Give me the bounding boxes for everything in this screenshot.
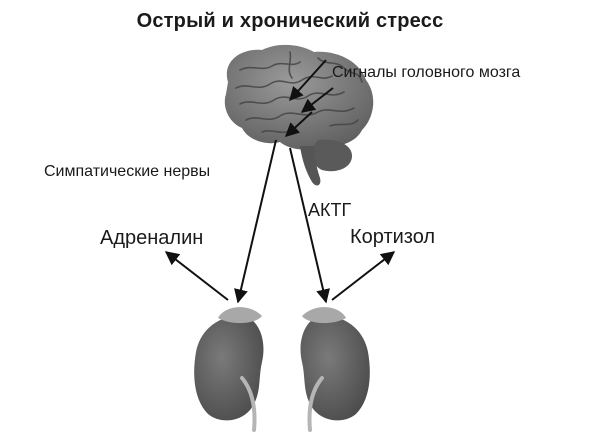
sympathetic-nerves-label: Симпатические нервы bbox=[44, 163, 211, 180]
signal-arrow-3 bbox=[284, 111, 313, 137]
adrenaline-arrow bbox=[164, 251, 229, 301]
cortisol-arrow bbox=[331, 251, 396, 301]
acth-arrow bbox=[289, 147, 330, 304]
signal-arrow-2 bbox=[300, 87, 334, 113]
signal-arrow-1 bbox=[289, 59, 327, 102]
adrenaline-label: Адреналин bbox=[100, 227, 204, 249]
left-kidney-icon bbox=[194, 307, 264, 432]
cortisol-label: Кортизол bbox=[350, 226, 436, 248]
acth-label: АКТГ bbox=[308, 200, 352, 220]
sympathetic-arrow bbox=[234, 139, 277, 304]
brain-signals-label: Сигналы головного мозга bbox=[332, 64, 521, 81]
right-kidney-icon bbox=[300, 307, 370, 432]
diagram-title: Острый и хронический стресс bbox=[136, 10, 444, 32]
